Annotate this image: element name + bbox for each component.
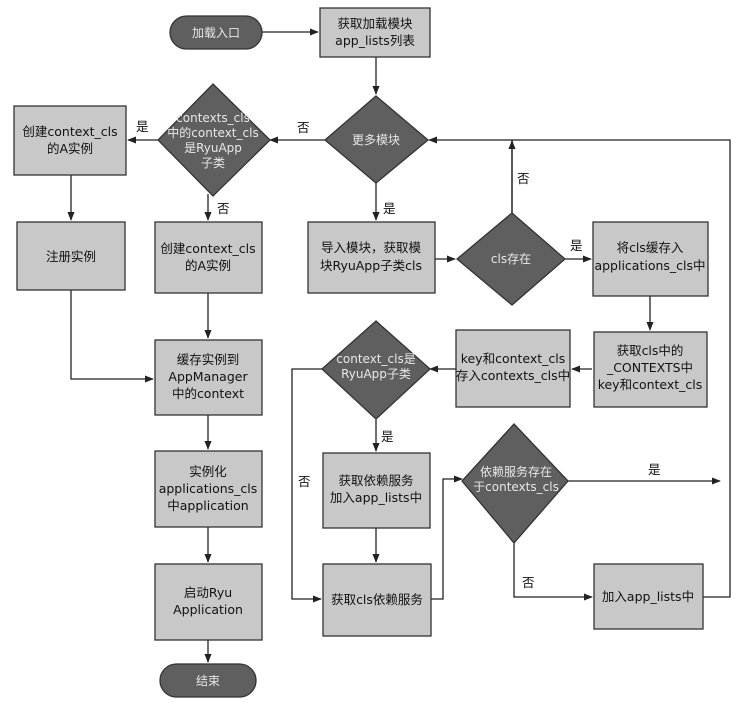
edge-register-to-cache [70, 290, 154, 383]
edge-getcls-to-depin [431, 475, 463, 600]
node-start-ryu-line1: 启动Ryu [184, 585, 232, 600]
node-cache-line3: 中的context [172, 386, 244, 401]
node-isryu-line1: context_cls是 [336, 352, 415, 366]
label-more-yes: 是 [383, 201, 396, 216]
node-get-dep-line1: 获取依赖服务 [338, 473, 413, 488]
label-ctx-no: 否 [217, 201, 230, 216]
node-cls-exists: cls存在 [455, 212, 566, 306]
node-isryu-line2: RyuApp子类 [341, 367, 411, 381]
node-cache-cls: 将cls缓存入 applications_cls中 [592, 221, 709, 297]
edge-loop-back [428, 136, 731, 598]
node-start-text: 加载入口 [192, 26, 240, 40]
label-depin-yes: 是 [648, 462, 661, 477]
label-more-no: 否 [297, 120, 310, 135]
node-more-modules: 更多模块 [323, 95, 430, 184]
node-instantiate-line2: applications_cls [159, 481, 258, 496]
node-start-ryu: 启动Ryu Application [154, 563, 263, 641]
label-isryu-no: 否 [298, 474, 311, 489]
label-exists-no: 否 [517, 171, 530, 186]
node-ctx-line3: 是RyuApp [184, 141, 242, 155]
node-get-contexts-line2: _CONTEXTS中 [606, 360, 693, 375]
node-context-cls-is-ryuapp: context_cls是 RyuApp子类 [321, 320, 431, 420]
node-create-instance-mid: 创建context_cls 的A实例 [154, 221, 263, 294]
connectors [67, 28, 731, 663]
node-create-instance-left: 创建context_cls 的A实例 [13, 105, 127, 176]
node-create-left-line2: 的A实例 [47, 141, 93, 156]
node-start-ryu-line2: Application [173, 602, 243, 617]
node-create-mid-line2: 的A实例 [185, 258, 231, 273]
node-depin-line2: 于contexts_cls [473, 480, 559, 494]
node-get-modules: 获取加载模块 app_lists列表 [319, 7, 431, 58]
node-depin-line1: 依赖服务存在 [480, 464, 552, 479]
node-cache-instance: 缓存实例到 AppManager 中的context [154, 339, 263, 416]
node-instantiate-line1: 实例化 [189, 464, 227, 479]
node-cache-line1: 缓存实例到 [177, 352, 240, 367]
node-get-cls-deps: 获取cls依赖服务 [322, 563, 432, 637]
node-get-contexts: 获取cls中的 _CONTEXTS中 key和context_cls [593, 331, 708, 408]
node-import-module: 导入模块，获取模 块RyuApp子类cls [307, 221, 436, 294]
node-store-line2: 存入contexts_cls中 [456, 368, 570, 383]
node-get-contexts-line3: key和context_cls [598, 377, 703, 392]
node-register-instance: 注册实例 [16, 221, 126, 291]
label-depin-no: 否 [522, 575, 535, 590]
node-start: 加载入口 [169, 15, 263, 50]
node-cache-cls-line2: applications_cls中 [594, 258, 705, 273]
node-cache-line2: AppManager [168, 369, 248, 384]
node-end: 结束 [159, 663, 257, 698]
node-more-modules-text: 更多模块 [352, 133, 400, 147]
node-register-text: 注册实例 [46, 249, 96, 264]
node-get-dep-add: 获取依赖服务 加入app_lists中 [322, 452, 431, 529]
node-cache-cls-line1: 将cls缓存入 [617, 240, 684, 255]
node-create-left-line1: 创建context_cls [22, 124, 117, 139]
edge-depin-no [513, 543, 593, 601]
edge-labels: 否 是 是 否 否 是 是 否 是 否 [136, 119, 661, 590]
node-import-line2: 块RyuApp子类cls [320, 258, 422, 273]
edge-isryu-no [291, 368, 322, 603]
node-instantiate-app: 实例化 applications_cls 中application [154, 450, 263, 528]
label-ctx-yes: 是 [136, 119, 149, 134]
node-cls-exists-text: cls存在 [491, 252, 531, 266]
node-store-line1: key和context_cls [461, 351, 566, 366]
node-store-contexts: key和context_cls 存入contexts_cls中 [455, 329, 571, 408]
node-get-modules-line2: app_lists列表 [335, 33, 415, 48]
node-ctx-line1: contexts_cls [176, 111, 250, 125]
node-add-to-app-lists: 加入app_lists中 [593, 563, 704, 630]
node-get-dep-line2: 加入app_lists中 [330, 490, 422, 505]
node-create-mid-line1: 创建context_cls [160, 241, 255, 256]
node-add-app-lists-text: 加入app_lists中 [602, 589, 694, 604]
node-get-modules-line1: 获取加载模块 [337, 16, 413, 31]
node-ctx-line2: 中的context_cls [167, 125, 258, 140]
node-end-text: 结束 [196, 674, 220, 688]
node-context-is-ryuapp: contexts_cls 中的context_cls 是RyuApp 子类 [157, 83, 271, 197]
node-get-cls-deps-text: 获取cls依赖服务 [331, 592, 423, 607]
label-isryu-yes: 是 [381, 429, 394, 444]
node-import-line1: 导入模块，获取模 [321, 240, 422, 255]
label-exists-yes: 是 [570, 238, 583, 253]
node-ctx-line4: 子类 [201, 156, 225, 170]
node-instantiate-line3: 中application [167, 498, 248, 513]
node-dep-in-contexts: 依赖服务存在 于contexts_cls [461, 423, 569, 545]
node-get-contexts-line1: 获取cls中的 [617, 343, 684, 358]
